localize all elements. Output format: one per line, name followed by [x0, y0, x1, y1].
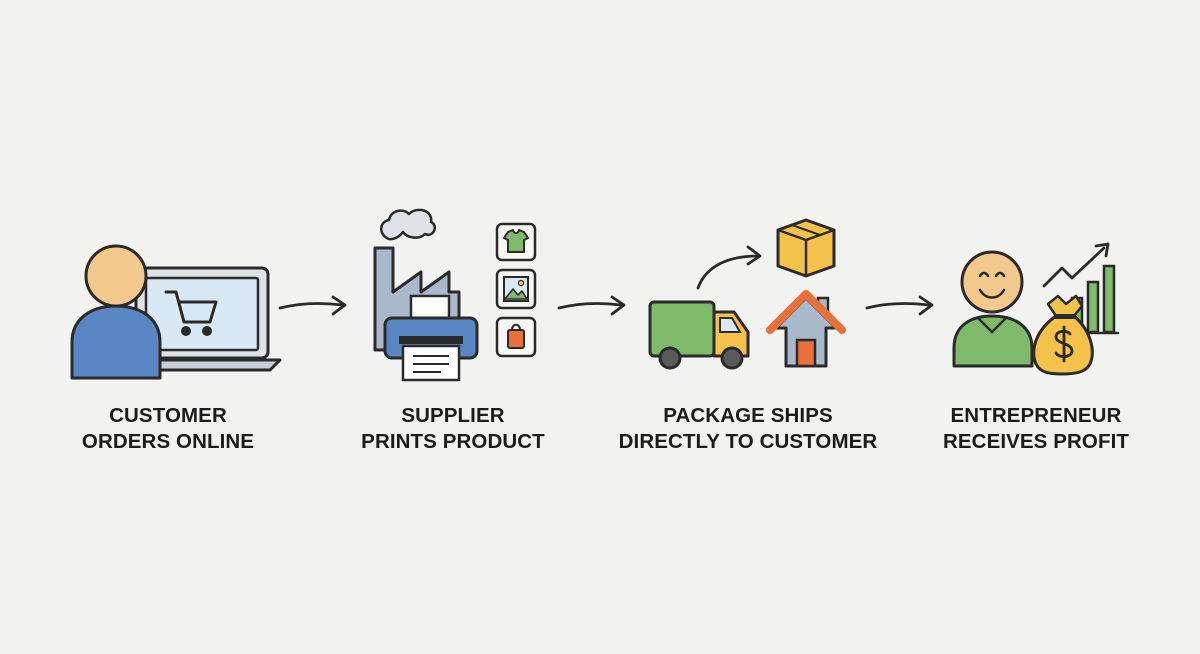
factory-printer-illustration [373, 208, 537, 382]
flow-arrow-2 [557, 295, 626, 316]
package-box-icon [776, 218, 836, 278]
shopping-cart-icon [164, 290, 218, 336]
profit-illustration [952, 242, 1120, 376]
step-supplier-prints: SUPPLIER PRINTS PRODUCT [303, 200, 603, 460]
flow-arrow-3 [865, 295, 934, 316]
shopping-bag-icon [495, 316, 537, 358]
step-entrepreneur-profit: ENTREPRENEUR RECEIVES PROFIT [886, 200, 1186, 460]
step-3-label: PACKAGE SHIPS DIRECTLY TO CUSTOMER [598, 403, 898, 455]
step-3-label-line-1: PACKAGE SHIPS [663, 404, 833, 427]
smoke-icon [380, 208, 436, 241]
step-3-label-line-2: DIRECTLY TO CUSTOMER [618, 430, 878, 453]
customer-laptop-illustration [70, 244, 282, 380]
delivery-truck-icon [648, 300, 750, 370]
house-icon [766, 290, 846, 368]
step-2-label-line-2: PRINTS PRODUCT [361, 430, 545, 453]
step-4-label-line-2: RECEIVES PROFIT [942, 430, 1130, 453]
step-2-label: SUPPLIER PRINTS PRODUCT [303, 403, 603, 455]
tshirt-icon [495, 222, 537, 262]
shipping-illustration [648, 218, 846, 370]
step-4-label: ENTREPRENEUR RECEIVES PROFIT [886, 403, 1186, 455]
printer-icon [383, 294, 479, 382]
step-1-label: CUSTOMER ORDERS ONLINE [18, 403, 318, 455]
money-bag-icon [1032, 294, 1094, 376]
step-1-label-line-2: ORDERS ONLINE [81, 430, 255, 453]
smiling-person-icon [952, 250, 1034, 368]
image-icon [495, 268, 537, 310]
person-icon [70, 244, 162, 380]
step-4-label-line-1: ENTREPRENEUR [950, 404, 1122, 427]
step-1-label-line-1: CUSTOMER [109, 404, 227, 427]
flow-arrow-1 [278, 295, 347, 316]
step-2-label-line-1: SUPPLIER [401, 404, 505, 427]
curved-arrow-icon [696, 245, 762, 290]
step-customer-orders: CUSTOMER ORDERS ONLINE [18, 200, 318, 460]
step-package-ships: PACKAGE SHIPS DIRECTLY TO CUSTOMER [598, 200, 898, 460]
